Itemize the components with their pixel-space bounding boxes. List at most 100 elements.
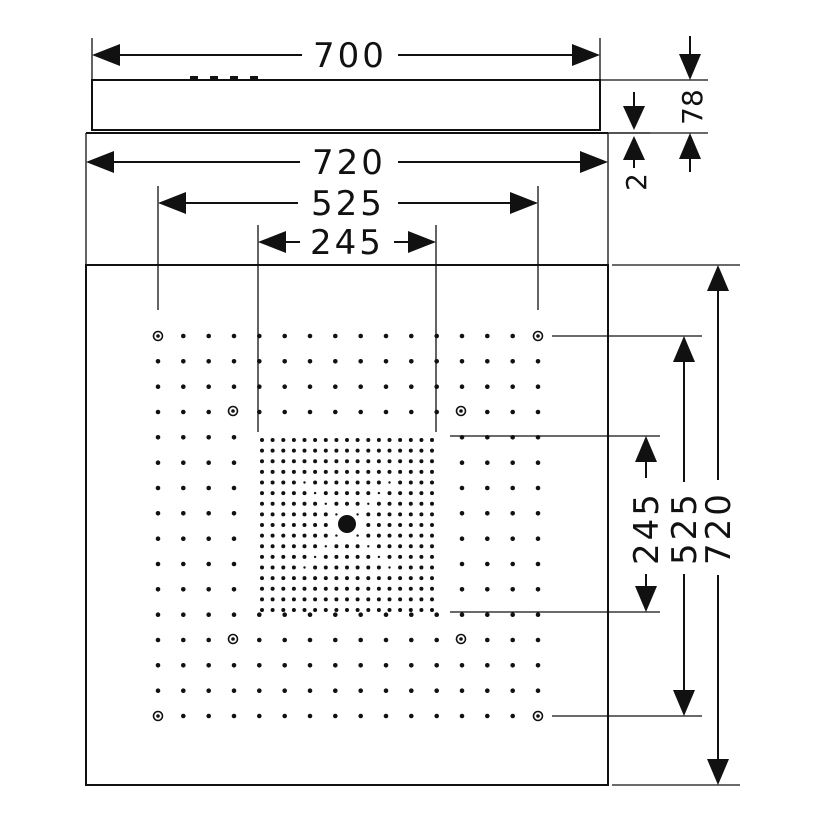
jet-nozzle-center <box>387 533 392 538</box>
dim-right-center-zone: 245 <box>450 435 667 613</box>
jet-nozzle-center <box>430 523 434 527</box>
jet-nozzle-center <box>419 459 424 464</box>
jet-nozzle-center <box>408 576 413 581</box>
jet-nozzle-center <box>408 480 413 485</box>
jet-nozzle <box>206 435 211 440</box>
jet-nozzle <box>257 384 262 390</box>
jet-nozzle-center <box>387 554 392 559</box>
jet-nozzle <box>282 333 288 339</box>
jet-nozzle <box>155 409 161 415</box>
jet-nozzle-center <box>430 438 434 442</box>
side-view-body <box>91 79 601 131</box>
jet-nozzle <box>409 688 414 693</box>
jet-nozzle-center <box>270 586 275 591</box>
jet-nozzle-center <box>398 597 403 602</box>
jet-nozzle <box>257 637 262 643</box>
jet-nozzle <box>485 485 490 491</box>
plate-outline <box>85 264 609 786</box>
jet-nozzle <box>231 587 237 592</box>
dim-plate-width-label: 720 <box>312 143 386 183</box>
mounting-point-ring <box>152 330 164 342</box>
jet-nozzle <box>535 561 541 567</box>
jet-nozzle <box>307 384 313 390</box>
jet-nozzle-center <box>345 491 349 496</box>
jet-nozzle <box>155 663 161 668</box>
jet-nozzle <box>383 637 389 643</box>
mounting-point-core <box>156 334 160 338</box>
jet-nozzle-center <box>334 576 339 581</box>
jet-nozzle <box>434 663 440 668</box>
jet-nozzle-center <box>291 576 296 581</box>
jet-nozzle-center <box>430 448 434 453</box>
jet-nozzle-center <box>419 608 424 612</box>
jet-nozzle-center <box>408 501 413 506</box>
jet-nozzle-center <box>345 459 349 464</box>
mounting-point-ring <box>455 405 467 417</box>
jet-nozzle-center <box>419 565 424 570</box>
jet-nozzle-center <box>419 523 424 527</box>
jet-nozzle-center <box>388 481 391 484</box>
jet-nozzle <box>383 384 389 390</box>
jet-nozzle-center <box>334 469 339 474</box>
jet-nozzle-center <box>281 491 286 496</box>
dim-right-outer-jets-label: 525 <box>665 491 705 565</box>
jet-nozzle <box>206 485 211 491</box>
dim-gap-label: 2 <box>620 173 653 191</box>
jet-nozzle-center <box>334 597 339 602</box>
jet-nozzle-center <box>281 608 286 612</box>
jet-nozzle <box>206 612 211 617</box>
dim-right-center-zone-label: 245 <box>627 491 667 565</box>
mounting-point-ring <box>532 330 544 342</box>
jet-nozzle <box>358 688 364 693</box>
jet-nozzle-center <box>387 469 392 474</box>
jet-nozzle-center <box>345 565 349 570</box>
jet-nozzle <box>459 485 465 491</box>
jet-nozzle <box>485 511 490 516</box>
jet-nozzle-center <box>281 469 286 474</box>
jet-nozzle-center <box>291 459 296 464</box>
jet-nozzle <box>206 409 211 415</box>
jet-nozzle-center <box>366 576 371 581</box>
jet-nozzle <box>333 384 338 390</box>
jet-nozzle <box>231 460 237 466</box>
jet-nozzle-center <box>302 448 307 453</box>
jet-nozzle <box>434 713 440 719</box>
jet-nozzle-center <box>302 501 307 506</box>
jet-nozzle-center <box>281 480 286 485</box>
jet-nozzle-center <box>366 533 371 538</box>
jet-nozzle <box>282 359 288 364</box>
jet-nozzle-center <box>302 576 307 581</box>
jet-nozzle <box>510 663 515 668</box>
jet-nozzle-center <box>270 608 275 612</box>
side-view-connectors <box>190 76 258 80</box>
jet-nozzle <box>485 612 490 617</box>
jet-nozzle-center <box>376 501 381 506</box>
mounting-point-core <box>536 334 540 338</box>
jet-nozzle-center <box>260 544 264 549</box>
jet-nozzle <box>155 587 161 592</box>
jet-nozzle <box>459 333 465 339</box>
jet-nozzle-center <box>377 555 381 559</box>
dim-right-plate-height-label: 720 <box>699 491 739 565</box>
jet-nozzle-center <box>356 513 359 516</box>
jet-nozzle-center <box>408 469 413 474</box>
jet-nozzle <box>181 587 186 592</box>
jet-nozzle-center <box>302 469 307 474</box>
jet-nozzle-center <box>291 469 296 474</box>
jet-nozzle <box>485 409 490 415</box>
jet-nozzle <box>181 409 186 415</box>
jet-nozzle-center <box>419 533 424 538</box>
jet-nozzle <box>409 409 414 415</box>
jet-nozzle <box>459 688 465 693</box>
jet-nozzle <box>155 688 161 693</box>
jet-nozzle <box>535 511 541 516</box>
jet-nozzle <box>535 663 541 668</box>
jet-nozzle-center <box>302 544 307 549</box>
jet-nozzle-center <box>387 491 392 496</box>
jet-nozzle-center <box>366 523 371 527</box>
jet-nozzle-center <box>376 438 381 442</box>
jet-nozzle-center <box>291 480 296 485</box>
jet-nozzle-center <box>281 597 286 602</box>
jet-nozzle-center <box>313 586 318 591</box>
jet-nozzle-center <box>419 501 424 506</box>
